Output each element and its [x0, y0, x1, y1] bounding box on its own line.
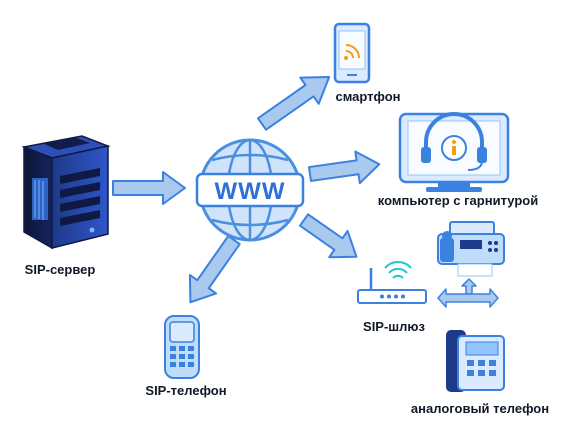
router-icon [357, 261, 427, 304]
www-label: WWW [215, 178, 286, 205]
globe-icon: WWW [195, 138, 305, 242]
label-sip-server: SIP-сервер [24, 262, 96, 277]
wifi-icon [392, 274, 404, 279]
ip-phone-icon [164, 315, 200, 379]
arrow-server-to-internet [112, 171, 186, 205]
arrow-internet-to-gateway [298, 213, 358, 259]
label-smartphone: смартфон [335, 89, 401, 104]
arrow-internet-to-sip-phone [188, 234, 241, 304]
smartphone-icon [333, 22, 371, 84]
desk-phone-icon [446, 330, 505, 392]
headset-icon [424, 112, 484, 152]
label-analog-phone: аналоговый телефон [410, 401, 550, 416]
label-sip-phone: SIP-телефон [145, 383, 227, 398]
arrow-internet-to-computer [308, 150, 381, 185]
server-rack-icon [21, 135, 111, 250]
label-sip-gateway: SIP-шлюз [363, 319, 425, 334]
arrow-gateway-fax-phone [437, 278, 499, 308]
monitor-headset-icon [398, 112, 510, 192]
label-computer: компьютер с гарнитурой [377, 193, 539, 208]
info-icon [452, 140, 456, 144]
arrow-internet-to-smartphone [256, 75, 331, 131]
fax-machine-icon [437, 221, 505, 277]
wifi-signal-icon [344, 56, 348, 60]
